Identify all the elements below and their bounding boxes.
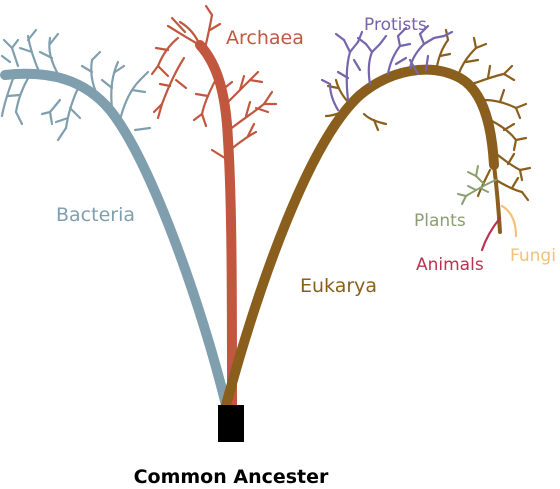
fungi-twig [502, 206, 516, 236]
animals-twig [482, 218, 500, 250]
label-archaea: Archaea [226, 27, 304, 49]
label-common-ancestor: Common Ancester [134, 466, 329, 488]
eukarya-branch [226, 30, 530, 405]
label-eukarya: Eukarya [300, 275, 377, 297]
label-fungi: Fungi [510, 246, 556, 266]
common-ancestor-block [218, 405, 244, 442]
label-plants: Plants [414, 211, 466, 231]
label-protists: Protists [364, 15, 427, 35]
eukarya-trunk [226, 70, 494, 405]
label-bacteria: Bacteria [56, 204, 135, 226]
bacteria-trunk [5, 74, 226, 405]
label-animals: Animals [416, 255, 484, 275]
